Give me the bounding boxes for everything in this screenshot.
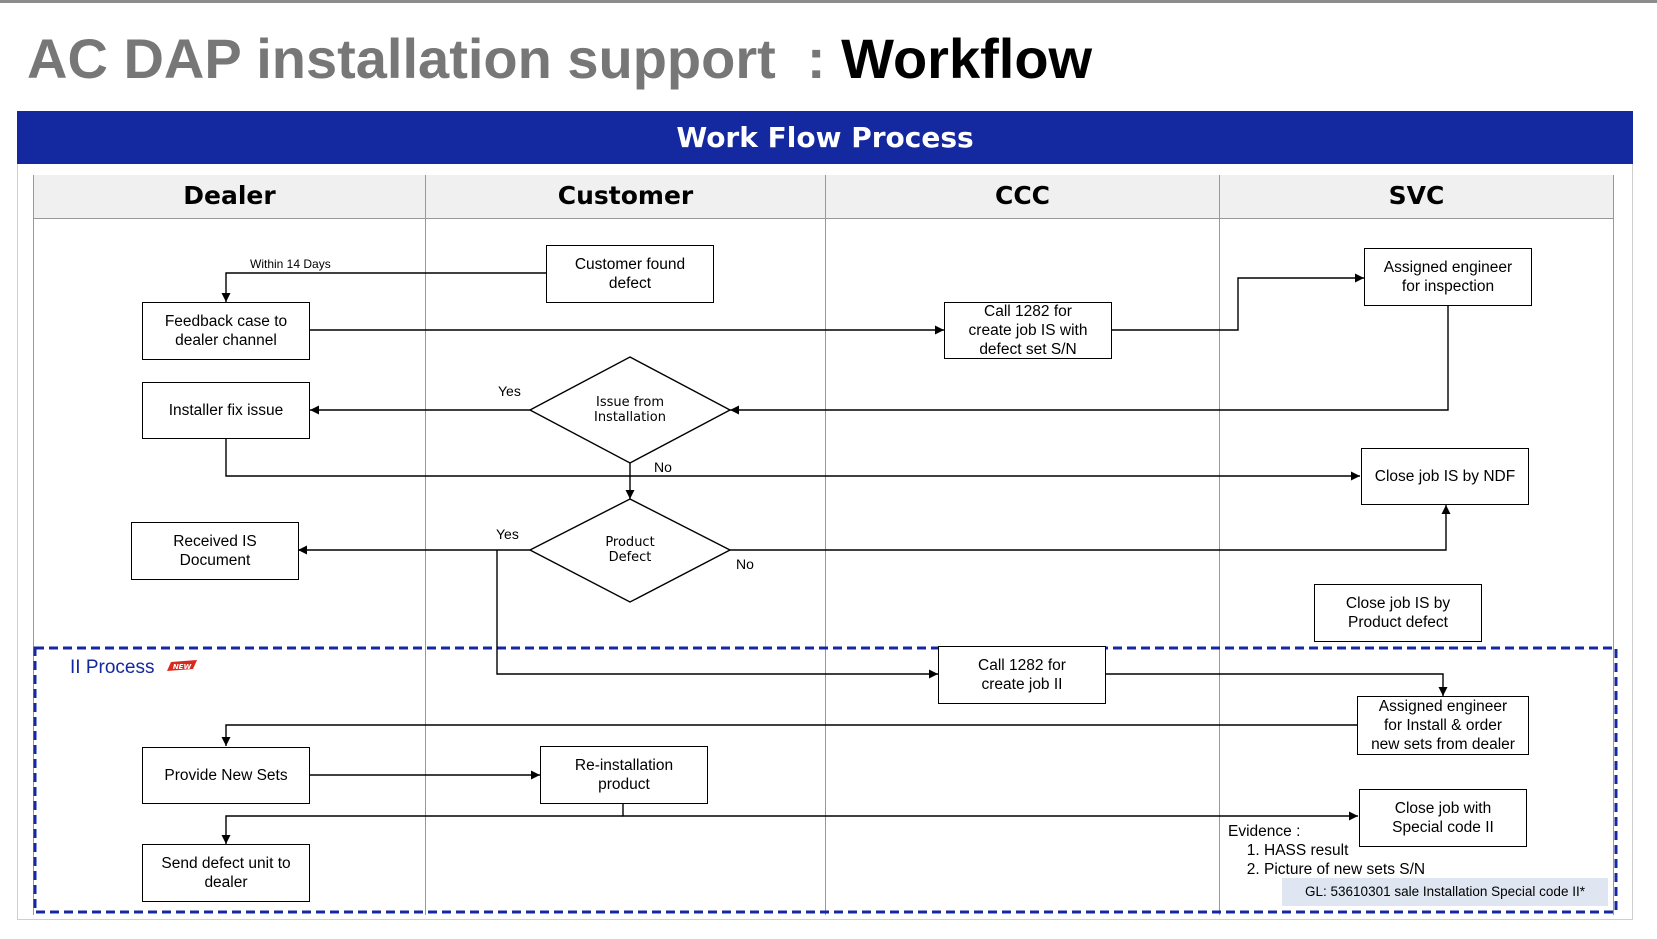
arrow-call-ii-to-install bbox=[1106, 673, 1448, 696]
label-yes-product: Yes bbox=[496, 526, 519, 542]
evidence-list: HASS result Picture of new sets S/N bbox=[1228, 841, 1425, 879]
lane-customer bbox=[425, 175, 825, 915]
ii-process-label: II Process bbox=[70, 657, 155, 678]
node-feedback-case: Feedback case to dealer channel bbox=[142, 302, 310, 360]
node-received-is-document: Received IS Document bbox=[131, 522, 299, 580]
decision-product-defect-label: Product Defect bbox=[605, 535, 655, 565]
lane-header-svc: SVC bbox=[1220, 175, 1613, 219]
label-yes-issue: Yes bbox=[498, 383, 521, 399]
arrow-reinstall-to-close-special bbox=[622, 803, 1358, 821]
node-reinstallation: Re-installation product bbox=[540, 746, 708, 804]
arrow-inspection-to-decision bbox=[730, 305, 1449, 415]
arrow-defect-to-feedback bbox=[221, 272, 546, 302]
label-within-14-days: Within 14 Days bbox=[250, 257, 331, 271]
node-call-1282-ii: Call 1282 for create job II bbox=[938, 646, 1106, 704]
evidence-heading: Evidence : bbox=[1228, 823, 1301, 840]
page-title: AC DAP installation support : Workflow bbox=[27, 24, 1092, 94]
label-no-product: No bbox=[736, 556, 754, 572]
evidence-item: Picture of new sets S/N bbox=[1264, 860, 1425, 879]
arrow-product-yes-to-call-ii bbox=[496, 550, 938, 679]
lane-svc bbox=[1219, 175, 1614, 915]
lane-header-ccc: CCC bbox=[826, 175, 1219, 219]
node-send-defect-unit: Send defect unit to dealer bbox=[142, 844, 310, 902]
node-close-ndf: Close job IS by NDF bbox=[1361, 448, 1529, 505]
arrow-reinstall-to-send-defect bbox=[221, 815, 623, 844]
node-assigned-install-order: Assigned engineer for Install & order ne… bbox=[1357, 696, 1529, 755]
diagram-frame bbox=[17, 164, 1633, 920]
arrow-installer-to-close-ndf bbox=[225, 439, 1360, 481]
lane-dealer bbox=[33, 175, 425, 915]
top-rule bbox=[0, 0, 1657, 3]
node-installer-fix: Installer fix issue bbox=[142, 382, 310, 439]
arrow-product-no-to-close-ndf bbox=[730, 505, 1451, 551]
arrow-install-to-provide bbox=[221, 724, 1358, 746]
title-part1: AC DAP installation support bbox=[27, 27, 776, 90]
title-separator: : bbox=[806, 27, 826, 90]
title-part2: Workflow bbox=[841, 27, 1093, 90]
decision-product-defect bbox=[528, 498, 732, 603]
lane-header-dealer: Dealer bbox=[34, 175, 425, 219]
decision-issue-from-installation-label: Issue from Installation bbox=[593, 395, 666, 425]
node-close-special-code: Close job with Special code II bbox=[1359, 789, 1527, 847]
ii-process-region bbox=[33, 646, 1618, 914]
node-assigned-inspection: Assigned engineer for inspection bbox=[1364, 248, 1532, 306]
workflow-banner: Work Flow Process bbox=[17, 111, 1633, 164]
new-badge-icon: NEW bbox=[167, 660, 197, 671]
evidence-item: HASS result bbox=[1264, 841, 1425, 860]
node-provide-new-sets: Provide New Sets bbox=[142, 747, 310, 804]
arrow-call-is-to-inspection bbox=[1112, 273, 1364, 331]
node-customer-found-defect: Customer found defect bbox=[546, 245, 714, 303]
lane-header-customer: Customer bbox=[426, 175, 825, 219]
node-call-1282-is: Call 1282 for create job IS with defect … bbox=[944, 302, 1112, 359]
label-no-issue: No bbox=[654, 459, 672, 475]
new-badge-text: NEW bbox=[173, 663, 192, 671]
evidence-note: Evidence : HASS result Picture of new se… bbox=[1228, 822, 1425, 879]
node-close-product-defect: Close job IS by Product defect bbox=[1314, 584, 1482, 642]
lane-ccc bbox=[825, 175, 1219, 915]
gl-note: GL: 53610301 sale Installation Special c… bbox=[1282, 878, 1608, 906]
decision-issue-from-installation bbox=[528, 356, 732, 464]
